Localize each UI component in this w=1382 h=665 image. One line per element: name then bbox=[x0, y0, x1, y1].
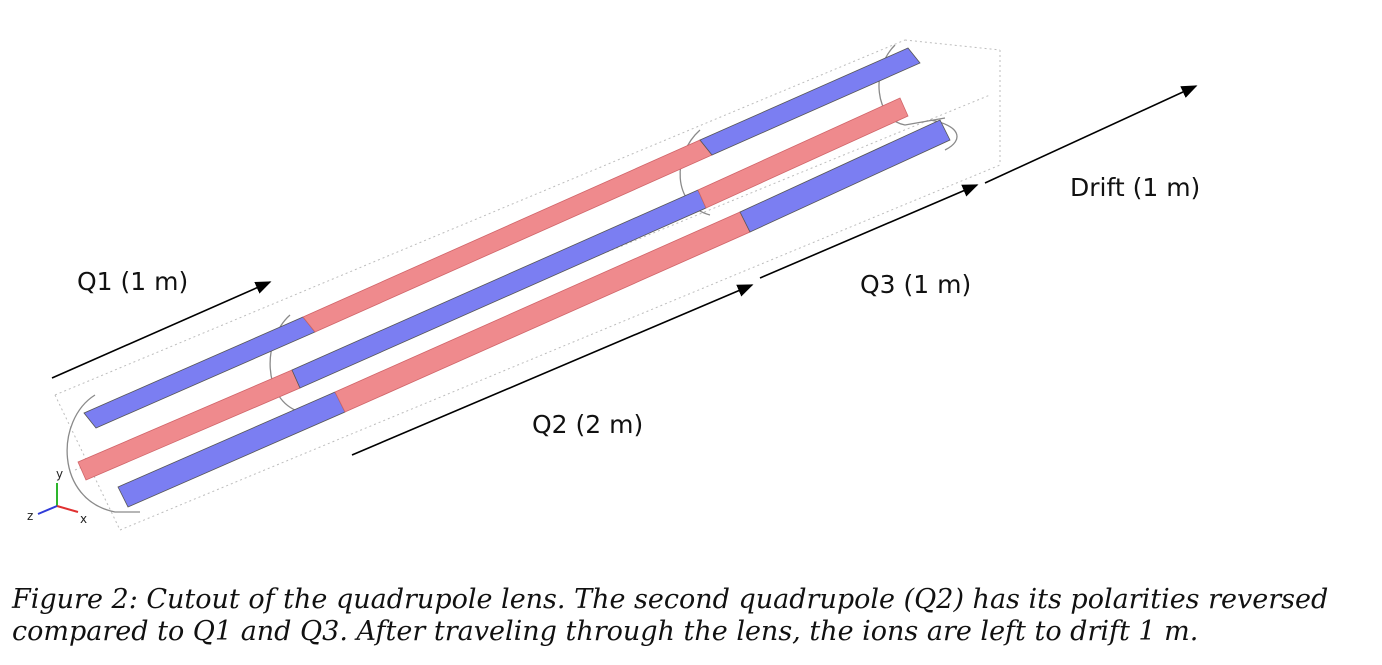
q3-arrow bbox=[759, 184, 979, 279]
quadrupole-lens-figure: y x z Q1 (1 m) Q2 (2 m) Q3 (1 m) Drift (… bbox=[27, 39, 1201, 531]
lens-illustration: y x z bbox=[27, 39, 1198, 531]
drift-label: Drift (1 m) bbox=[1070, 173, 1201, 202]
quadrupole-rods bbox=[77, 47, 951, 508]
rod-mid-q3 bbox=[697, 97, 909, 209]
dotted-bounding-box bbox=[54, 39, 1001, 531]
rod-top-q2 bbox=[302, 139, 713, 333]
drift-arrow bbox=[984, 85, 1198, 184]
rod-top-q3 bbox=[699, 47, 921, 156]
axis-y-label: y bbox=[56, 467, 63, 481]
figure-caption: Figure 2: Cutout of the quadrupole lens.… bbox=[12, 584, 1377, 648]
axis-z-label: z bbox=[27, 509, 33, 523]
axis-x-label: x bbox=[80, 512, 87, 526]
rod-mid-q2 bbox=[291, 189, 707, 389]
caption-line-1: Figure 2: Cutout of the quadrupole lens.… bbox=[12, 584, 1329, 615]
axis-triad: y x z bbox=[27, 467, 87, 526]
direction-arrows bbox=[51, 85, 1198, 456]
rod-low-q3 bbox=[739, 119, 951, 233]
q1-label: Q1 (1 m) bbox=[77, 267, 189, 296]
caption-line-2: compared to Q1 and Q3. After traveling t… bbox=[12, 616, 1199, 647]
q1-arrow bbox=[51, 281, 272, 379]
q2-arrow bbox=[351, 284, 754, 456]
q2-label: Q2 (2 m) bbox=[532, 410, 644, 439]
q3-label: Q3 (1 m) bbox=[860, 270, 972, 299]
